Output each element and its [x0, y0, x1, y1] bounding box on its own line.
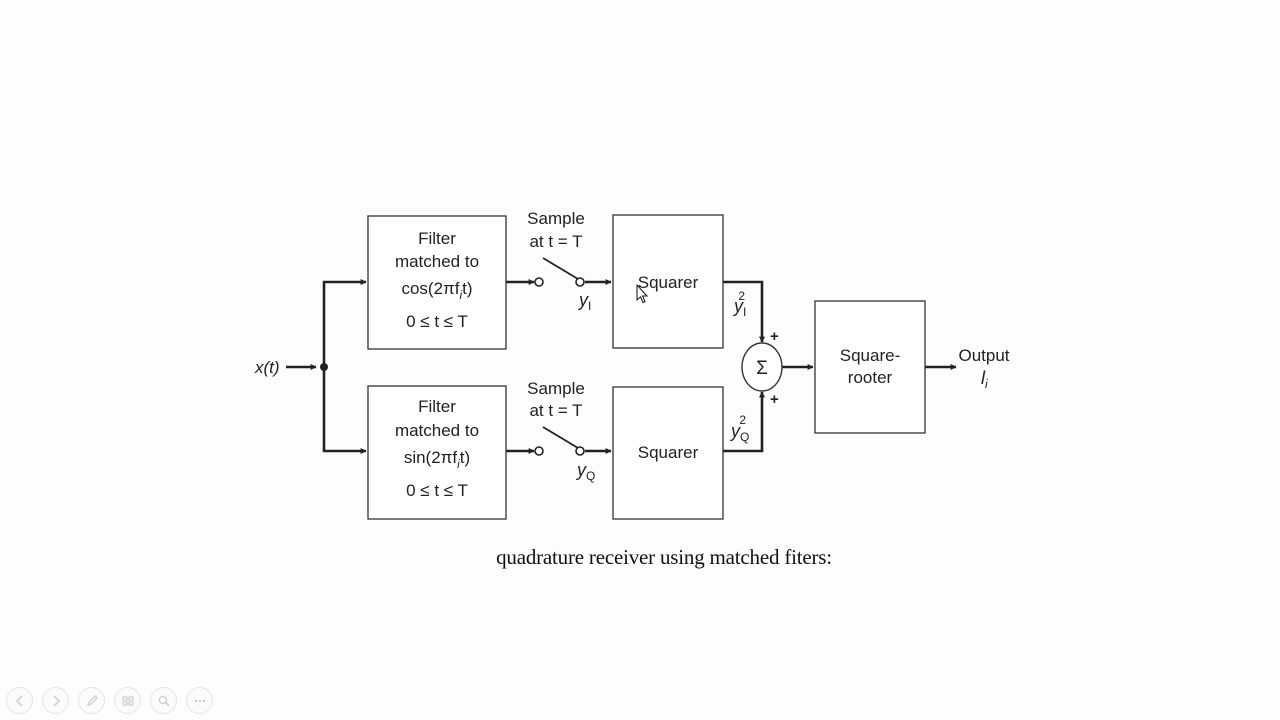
more-icon — [194, 699, 205, 702]
svg-text:Filter: Filter — [418, 229, 456, 248]
summing-junction: Σ + + — [741, 328, 783, 408]
more-options-button[interactable] — [186, 687, 213, 714]
square-rooter: Square- rooter — [814, 300, 926, 434]
svg-text:at t = T: at t = T — [529, 232, 582, 251]
svg-text:Squarer: Squarer — [638, 443, 699, 462]
svg-text:Sample: Sample — [527, 209, 585, 228]
output-label: Output li — [958, 346, 1009, 391]
svg-text:0 ≤ t ≤ T: 0 ≤ t ≤ T — [406, 481, 468, 500]
bottom-squarer: Squarer — [612, 386, 724, 520]
top-matched-filter: Filter matched to cos(2πfit) 0 ≤ t ≤ T — [367, 215, 507, 350]
bottom-squared-label: yQ2 — [729, 413, 749, 444]
svg-text:yI: yI — [577, 290, 591, 313]
slideshow-controls — [6, 687, 213, 714]
svg-text:0 ≤ t ≤ T: 0 ≤ t ≤ T — [406, 312, 468, 331]
top-squared-label: yI2 — [732, 289, 746, 319]
top-squarer: Squarer — [612, 214, 724, 349]
input-label: x(t) — [254, 358, 280, 377]
svg-text:cos(2πfit): cos(2πfit) — [401, 279, 472, 302]
previous-slide-button[interactable] — [6, 687, 33, 714]
svg-text:matched to: matched to — [395, 252, 479, 271]
next-icon — [52, 694, 60, 707]
slide-caption: quadrature receiver using matched fiters… — [496, 545, 832, 569]
svg-text:Sample: Sample — [527, 379, 585, 398]
svg-text:Squarer: Squarer — [638, 273, 699, 292]
see-all-slides-button[interactable] — [114, 687, 141, 714]
svg-text:Square-: Square- — [840, 346, 900, 365]
top-sampler-switch: Sample at t = T yI — [527, 209, 591, 313]
top-squarer-out-wire — [723, 280, 765, 343]
svg-text:matched to: matched to — [395, 421, 479, 440]
svg-text:+: + — [770, 328, 779, 345]
branch-junction-dot — [320, 363, 328, 371]
mouse-cursor-icon — [636, 283, 649, 304]
wires — [286, 279, 957, 454]
bottom-sampler-switch: Sample at t = T yQ — [527, 379, 595, 483]
input-branch-top — [322, 279, 367, 367]
svg-text:Σ: Σ — [756, 358, 768, 379]
svg-text:at t = T: at t = T — [529, 401, 582, 420]
bottom-squarer-out-wire — [723, 391, 765, 453]
next-slide-button[interactable] — [42, 687, 69, 714]
zoom-button[interactable] — [150, 687, 177, 714]
svg-text:+: + — [770, 391, 779, 408]
slides-icon — [121, 695, 134, 706]
input-branch-bottom — [322, 367, 367, 454]
svg-text:yQ: yQ — [575, 460, 595, 483]
svg-text:Output: Output — [958, 346, 1009, 365]
zoom-icon — [158, 695, 170, 707]
svg-text:li: li — [981, 368, 988, 391]
pen-tool-button[interactable] — [78, 687, 105, 714]
svg-text:rooter: rooter — [848, 368, 893, 387]
bottom-matched-filter: Filter matched to sin(2πfit) 0 ≤ t ≤ T — [367, 385, 507, 520]
pen-icon — [86, 694, 98, 706]
previous-icon — [15, 694, 23, 707]
svg-text:Filter: Filter — [418, 397, 456, 416]
svg-text:sin(2πfit): sin(2πfit) — [404, 448, 470, 471]
